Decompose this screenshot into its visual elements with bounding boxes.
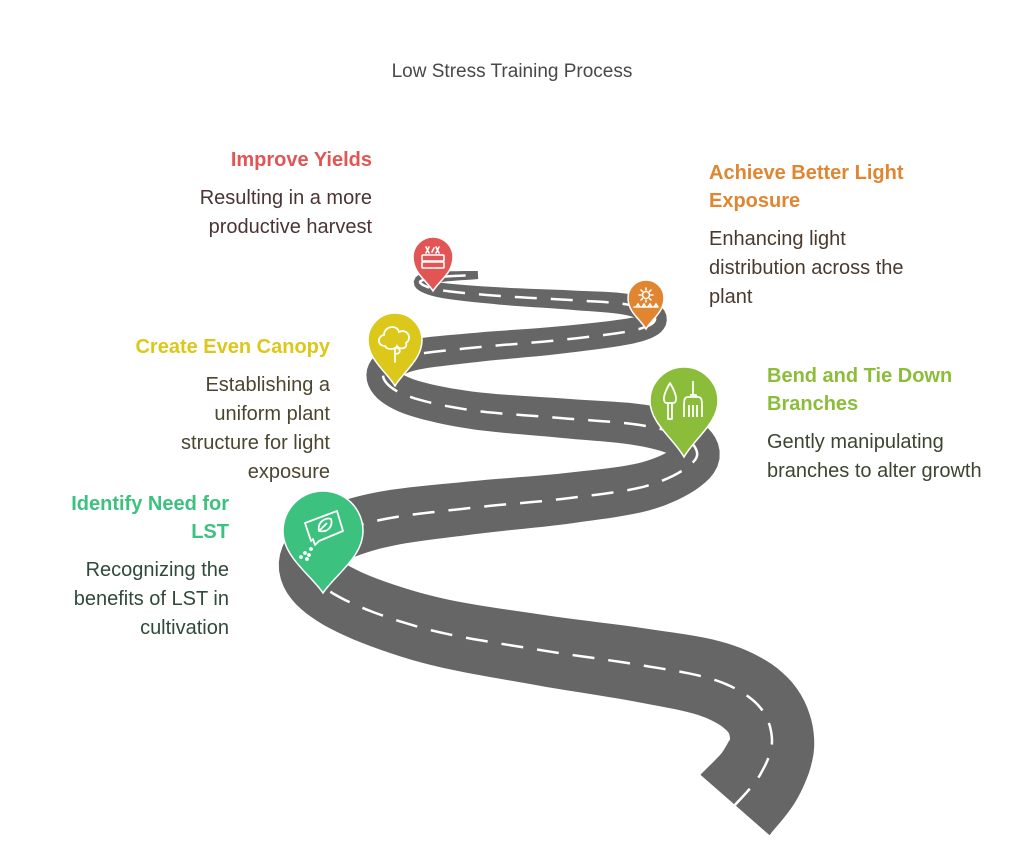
harvest-crate-icon [421, 246, 445, 269]
diagram-title: Low Stress Training Process [391, 61, 633, 82]
step-description: Enhancing light distribution across the … [709, 228, 904, 308]
pin-bend-tie[interactable] [649, 366, 719, 459]
step-title: Achieve Better Light Exposure [709, 162, 904, 212]
step-title: Bend and Tie Down Branches [767, 365, 953, 415]
step-improve-yields: Improve Yields Resulting in a more produ… [150, 146, 372, 242]
pin-shape [282, 490, 364, 595]
step-title: Identify Need for LST [71, 493, 229, 543]
step-description: Resulting in a more productive harvest [199, 187, 372, 238]
pin-shape [412, 236, 454, 293]
step-description: Establishing a uniform plant structure f… [181, 374, 330, 483]
step-bend-tie: Bend and Tie Down Branches Gently manipu… [767, 362, 987, 486]
pin-improve-yields[interactable] [412, 236, 454, 293]
sun-plants-icon [633, 287, 659, 308]
tree-icon [377, 326, 410, 363]
step-description: Recognizing the benefits of LST in culti… [73, 559, 229, 639]
pin-light-exposure[interactable] [627, 279, 665, 331]
step-title: Improve Yields [230, 149, 372, 171]
garden-tools-icon [663, 381, 703, 420]
pin-shape [627, 279, 665, 331]
step-light-exposure: Achieve Better Light Exposure Enhancing … [709, 159, 949, 312]
step-even-canopy: Create Even Canopy Establishing a unifor… [90, 333, 330, 487]
seed-packet-icon [299, 510, 344, 561]
step-description: Gently manipulating branches to alter gr… [767, 431, 982, 482]
road-body [278, 271, 815, 836]
pin-even-canopy[interactable] [367, 312, 423, 388]
step-identify-need: Identify Need for LST Recognizing the be… [30, 490, 229, 643]
pin-identify-need[interactable] [282, 490, 364, 595]
step-title: Create Even Canopy [135, 336, 330, 358]
